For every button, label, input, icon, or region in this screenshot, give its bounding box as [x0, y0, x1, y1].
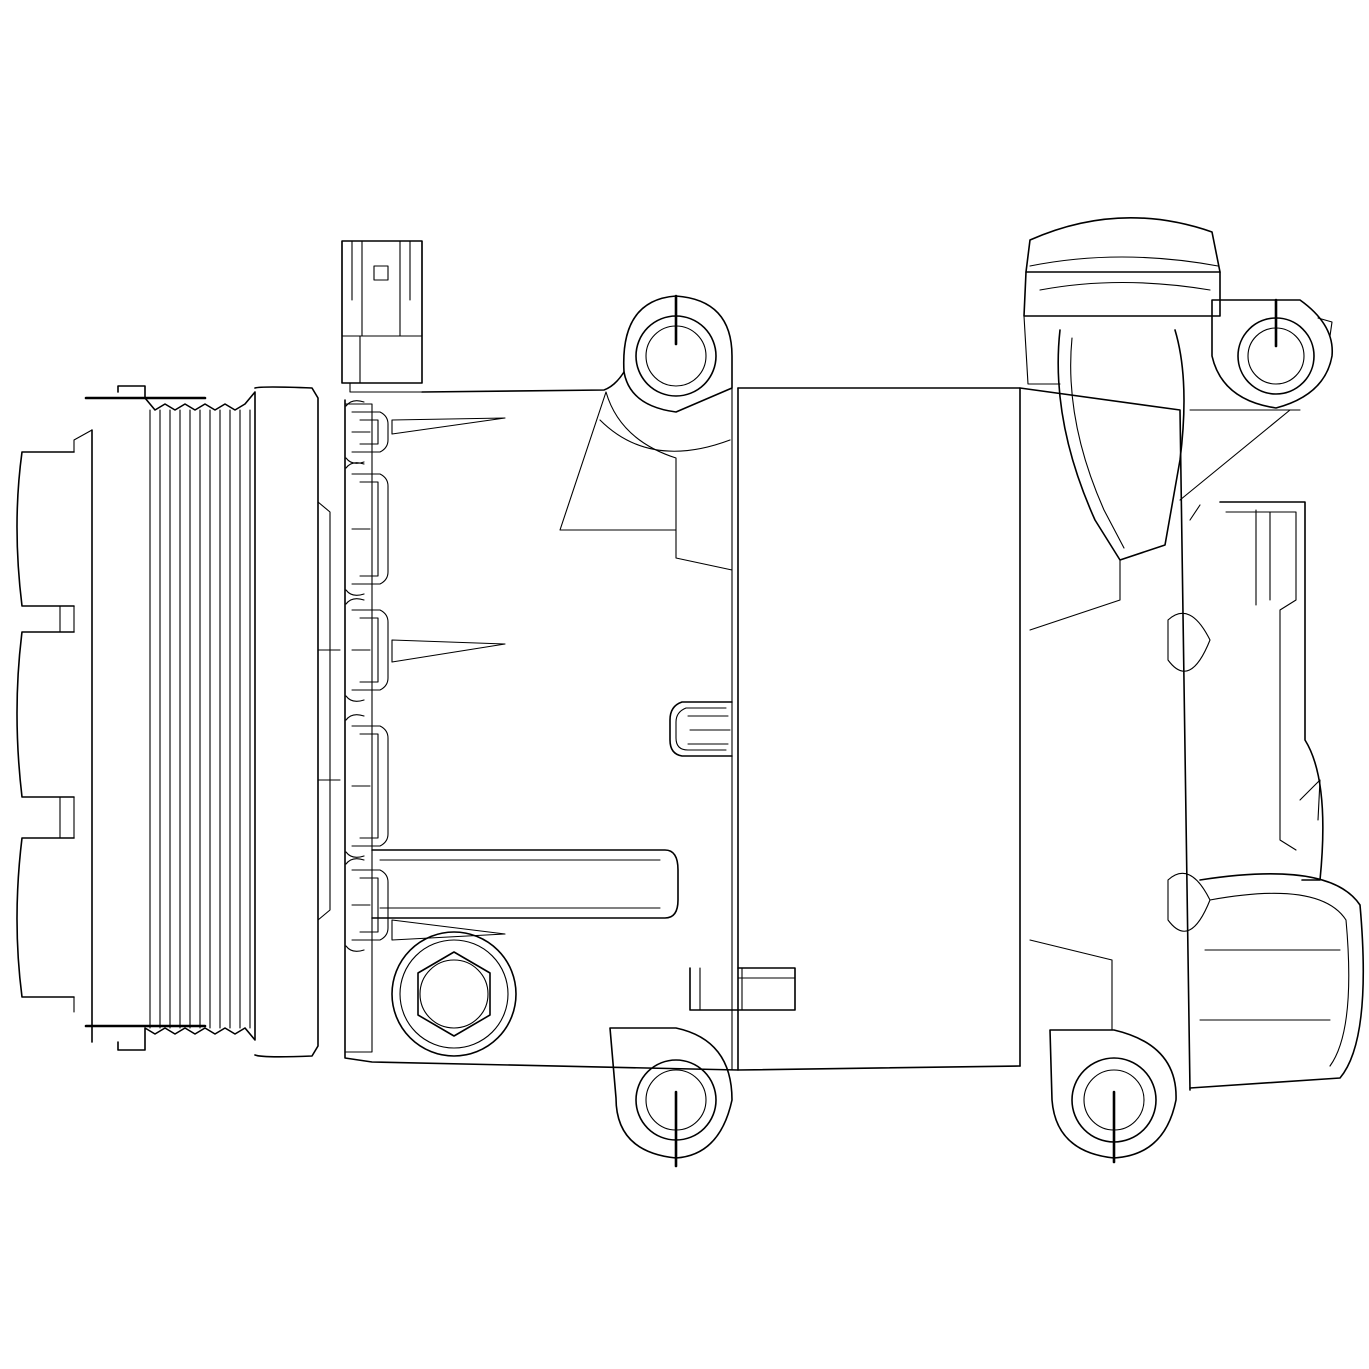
- housing-clamp-step-4: [345, 714, 365, 858]
- rear-head: [1019, 216, 1365, 1091]
- suction-port-cap: [1025, 216, 1221, 273]
- mounting-ears: [609, 294, 1333, 1168]
- hex-plug-outer: [391, 931, 517, 1057]
- rib-spike-middle: [391, 639, 506, 663]
- discharge-elbow: [1189, 873, 1365, 1089]
- housing-clamp-1: [351, 411, 389, 453]
- housing-clamp-step-3: [345, 598, 365, 702]
- rib-spike-top: [391, 417, 506, 435]
- electrical-connector: [341, 240, 423, 393]
- compressor-body: [559, 387, 1021, 1071]
- housing-clamp-5: [351, 869, 389, 941]
- clutch-plate-lobe-middle: [16, 631, 75, 798]
- housing-clamp-step-5: [345, 858, 365, 952]
- housing-rod: [371, 849, 679, 919]
- rib-spike-bottom: [391, 919, 506, 941]
- side-boss: [669, 701, 733, 757]
- housing-clamp-step-2: [345, 462, 365, 596]
- pulley-rotor: [254, 386, 319, 1058]
- pulley-grooves: [149, 409, 251, 1029]
- housing-clamp-2: [351, 473, 389, 585]
- clutch-plate-lobe-bottom: [16, 837, 75, 998]
- housing-clamp-3: [351, 609, 389, 691]
- clutch-plate-lobe-top: [16, 451, 75, 607]
- clutch-pulley-assembly: [16, 385, 341, 1058]
- hex-plug-nut: [417, 951, 491, 1037]
- housing-clamps: [345, 400, 389, 952]
- front-housing: [344, 371, 1021, 1071]
- housing-clamp-4: [351, 725, 389, 847]
- pulley-outline: [117, 385, 256, 1051]
